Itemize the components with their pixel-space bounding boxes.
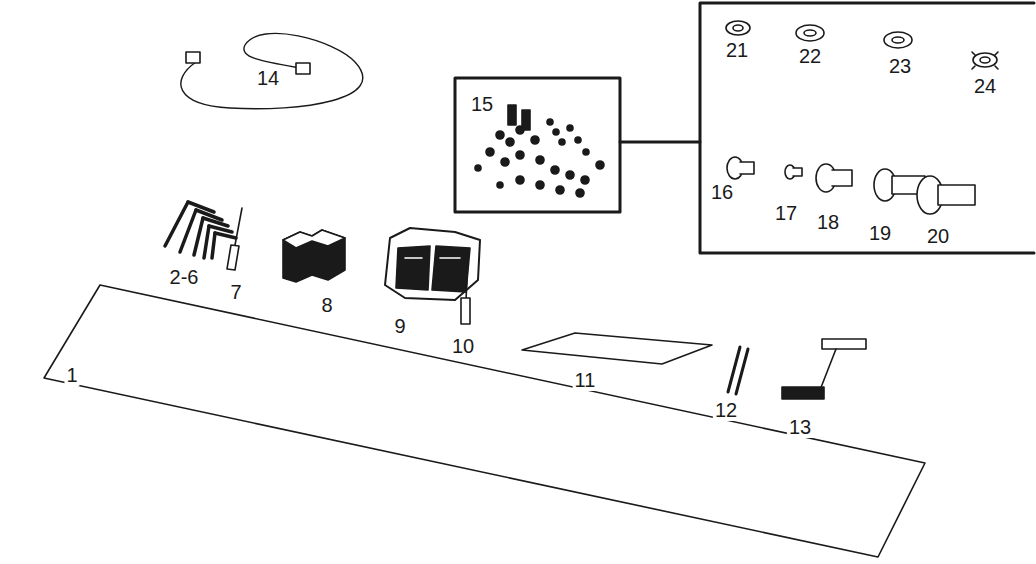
cable [181,33,363,108]
fastener-inset [700,3,1034,253]
callout-number: 2-6 [168,266,201,288]
callout-number: 7 [228,281,243,303]
callout-number: 19 [867,222,893,244]
t-tool [782,339,866,399]
callout-number: 13 [787,416,813,438]
shim-stack [283,230,345,282]
callout-number: 1 [64,364,79,386]
callout-number: 16 [709,181,735,203]
callout-number: 22 [797,45,823,67]
callout-number: 8 [319,294,334,316]
callout-number: 10 [450,335,476,357]
callout-number: 15 [469,93,495,115]
mat [44,285,925,557]
callout-number: 20 [925,225,951,247]
callout-number: 23 [887,55,913,77]
callout-number: 12 [713,399,739,421]
callout-number: 9 [392,315,407,337]
tray [385,228,480,300]
callout-number: 21 [724,39,750,61]
hardware-inset [455,78,700,212]
screwdriver [227,208,242,270]
callout-number: 24 [972,75,998,97]
hex-driver [461,258,470,324]
callout-number: 17 [773,202,799,224]
allen-keys [165,202,236,258]
plate [522,333,712,364]
callout-number: 11 [573,369,598,391]
callout-number: 18 [815,211,841,233]
rods [728,347,748,394]
callout-number: 14 [255,67,281,89]
